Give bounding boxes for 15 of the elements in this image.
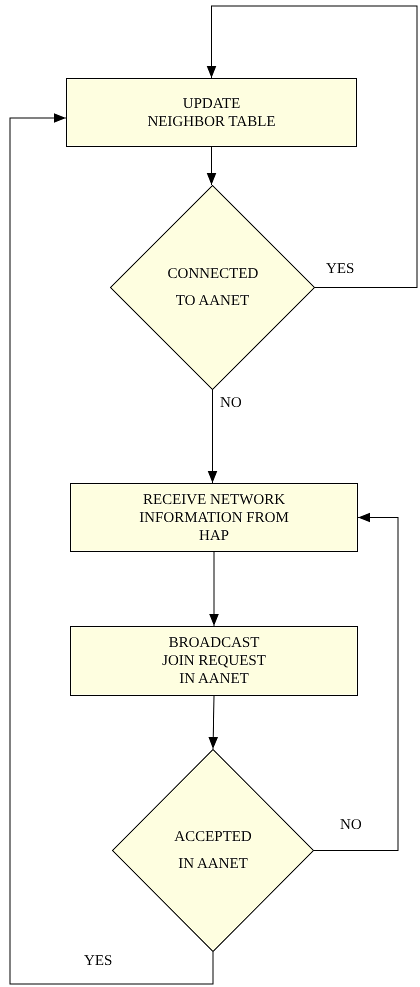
arrow bbox=[208, 696, 218, 750]
arrow bbox=[10, 113, 214, 984]
arrow bbox=[209, 552, 219, 626]
arrow bbox=[206, 146, 216, 186]
process-box bbox=[70, 626, 358, 696]
node-text: ACCEPTED IN AANET bbox=[174, 828, 252, 874]
node-text: UPDATE NEIGHBOR TABLE bbox=[146, 94, 276, 130]
node-text: BROADCAST JOIN REQUEST IN AANET bbox=[161, 634, 267, 688]
arrow bbox=[206, 6, 418, 288]
node-text: RECEIVE NETWORK INFORMATION FROM HAP bbox=[138, 490, 290, 544]
arrow bbox=[208, 390, 218, 484]
process-box bbox=[70, 483, 358, 552]
node-text: CONNECTED TO AANET bbox=[168, 265, 258, 310]
arrow bbox=[314, 512, 398, 851]
process-box bbox=[66, 78, 357, 147]
